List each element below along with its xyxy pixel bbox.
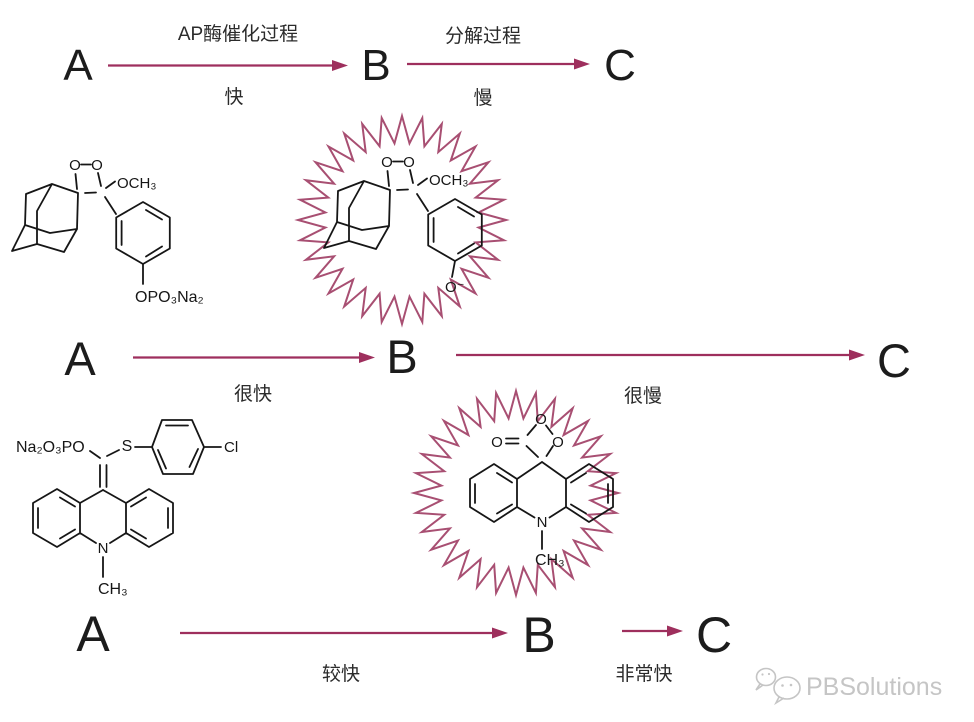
peroxide-o-top-label: O bbox=[535, 411, 547, 428]
n-methyl-label: CH₃ bbox=[98, 581, 128, 598]
sulfur-label: S bbox=[122, 438, 133, 455]
label-ap-enzyme-process: AP酶催化过程 bbox=[178, 23, 298, 45]
letter-c-row1: C bbox=[604, 41, 636, 90]
arrowhead-icon bbox=[492, 627, 508, 639]
structure-ampd-excited: O O OCH₃ O⁻ bbox=[323, 154, 483, 296]
arrowhead-icon bbox=[667, 625, 683, 637]
arrowhead-icon bbox=[849, 349, 865, 361]
reaction-row-3: A 较快 B 非常快 C bbox=[76, 606, 732, 685]
reaction-row-1: A AP酶催化过程 快 B 分解过程 慢 C bbox=[63, 23, 636, 109]
watermark-text: PBSolutions bbox=[806, 673, 942, 701]
sodium-phosphate-label: Na₂O₃PO bbox=[16, 439, 85, 456]
dioxetane-o2-label: O bbox=[91, 157, 103, 174]
label-decomposition-process: 分解过程 bbox=[445, 25, 521, 47]
letter-c-row2: C bbox=[877, 334, 911, 387]
methoxy-label: OCH₃ bbox=[117, 175, 156, 192]
structure-acridone-dioxetanone: O O O N CH₃ bbox=[469, 411, 614, 569]
nitrogen-label: N bbox=[537, 514, 548, 531]
label-rate-very-slow: 很慢 bbox=[624, 385, 662, 407]
starburst-ring bbox=[410, 387, 622, 599]
reaction-arrow-a-b-row2 bbox=[133, 352, 375, 363]
letter-b-row3: B bbox=[522, 607, 555, 663]
label-rate-fairly-fast: 较快 bbox=[322, 663, 360, 685]
excited-state-starburst-2 bbox=[410, 387, 622, 599]
letter-a-row3: A bbox=[76, 606, 110, 662]
reaction-arrow-b-c-row3 bbox=[622, 625, 683, 637]
dioxetane-o2-label: O bbox=[403, 154, 415, 171]
methoxy-label: OCH₃ bbox=[429, 172, 468, 189]
peroxide-o-ring-label: O bbox=[552, 434, 564, 451]
label-rate-fast: 快 bbox=[224, 86, 243, 108]
letter-c-row3: C bbox=[696, 607, 732, 663]
arrowhead-icon bbox=[359, 352, 375, 363]
chlorine-label: Cl bbox=[224, 439, 238, 456]
arrowhead-icon bbox=[332, 60, 348, 71]
label-rate-very-fast: 很快 bbox=[234, 383, 272, 405]
reaction-arrow-a-b-row3 bbox=[180, 627, 508, 639]
letter-b-row2: B bbox=[386, 330, 417, 383]
dioxetanone-skeleton-bonds bbox=[469, 424, 614, 550]
reaction-arrow-b-c-row1 bbox=[407, 58, 590, 70]
letter-a-row2: A bbox=[64, 332, 96, 385]
label-rate-extremely-fast: 非常快 bbox=[615, 663, 672, 685]
structure-aps5-acridan-phosphate: Na₂O₃PO S Cl N CH₃ bbox=[16, 419, 238, 598]
excited-state-starburst-1 bbox=[294, 112, 510, 328]
label-rate-slow: 慢 bbox=[473, 87, 492, 109]
starburst-ring bbox=[294, 112, 510, 328]
dioxetane-o1-label: O bbox=[69, 157, 81, 174]
letter-b-row1: B bbox=[361, 41, 390, 90]
reaction-arrow-a-b-row1 bbox=[108, 60, 348, 71]
nitrogen-label: N bbox=[98, 540, 109, 557]
watermark: PBSolutions bbox=[755, 667, 942, 706]
structure-ampd-phosphate: O O OCH₃ OPO₃Na₂ bbox=[11, 157, 204, 306]
letter-a-row1: A bbox=[63, 41, 93, 90]
carbonyl-o-label: O bbox=[491, 434, 503, 451]
n-methyl-label: CH₃ bbox=[535, 552, 565, 569]
phenolate-oxygen-label: O⁻ bbox=[445, 279, 465, 296]
phosphate-label: OPO₃Na₂ bbox=[135, 289, 204, 306]
aps5-skeleton-bonds bbox=[32, 419, 222, 578]
reaction-arrow-b-c-row2 bbox=[456, 349, 865, 361]
dioxetane-o1-label: O bbox=[381, 154, 393, 171]
wechat-bubbles-icon bbox=[755, 667, 801, 706]
phenolate-bond bbox=[451, 260, 456, 278]
reaction-row-2: A 很快 B 很慢 C bbox=[64, 330, 911, 407]
arrowhead-icon bbox=[574, 58, 590, 70]
